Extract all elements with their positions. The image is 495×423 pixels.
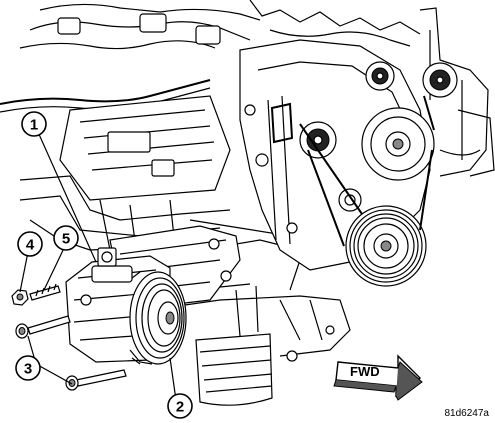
mounting-bolt-upper: [15, 315, 71, 339]
svg-text:3: 3: [24, 361, 32, 378]
svg-text:2: 2: [176, 399, 184, 416]
idler-pulley-top: [365, 61, 395, 91]
callout-1: 1: [21, 111, 47, 137]
leader-line-2: [169, 357, 177, 401]
leader-line-5: [43, 243, 67, 291]
oil-filter: [195, 333, 273, 406]
svg-text:4: 4: [26, 237, 35, 254]
callout-3: 3: [15, 355, 41, 381]
idler-pulley-mid: [299, 121, 337, 159]
figure-id: 81d6247a: [445, 408, 490, 419]
fwd-label: FWD: [350, 364, 380, 379]
callout-4: 4: [17, 231, 43, 257]
leader-line-1: [37, 131, 97, 263]
tensioner-pulley: [422, 62, 458, 98]
mounting-bolt-lower: [65, 369, 127, 391]
callout-2: 2: [167, 393, 193, 419]
water-pump-pulley: [361, 107, 435, 181]
mounting-nut: [11, 289, 29, 306]
mounting-stud: [29, 283, 61, 301]
forward-direction-arrow: FWD: [333, 354, 423, 401]
callout-5: 5: [53, 225, 79, 251]
svg-text:5: 5: [62, 231, 70, 248]
svg-text:1: 1: [30, 117, 38, 134]
ac-compressor: [65, 247, 187, 365]
leader-line-4: [19, 251, 29, 293]
crankshaft-pulley: [345, 205, 427, 287]
